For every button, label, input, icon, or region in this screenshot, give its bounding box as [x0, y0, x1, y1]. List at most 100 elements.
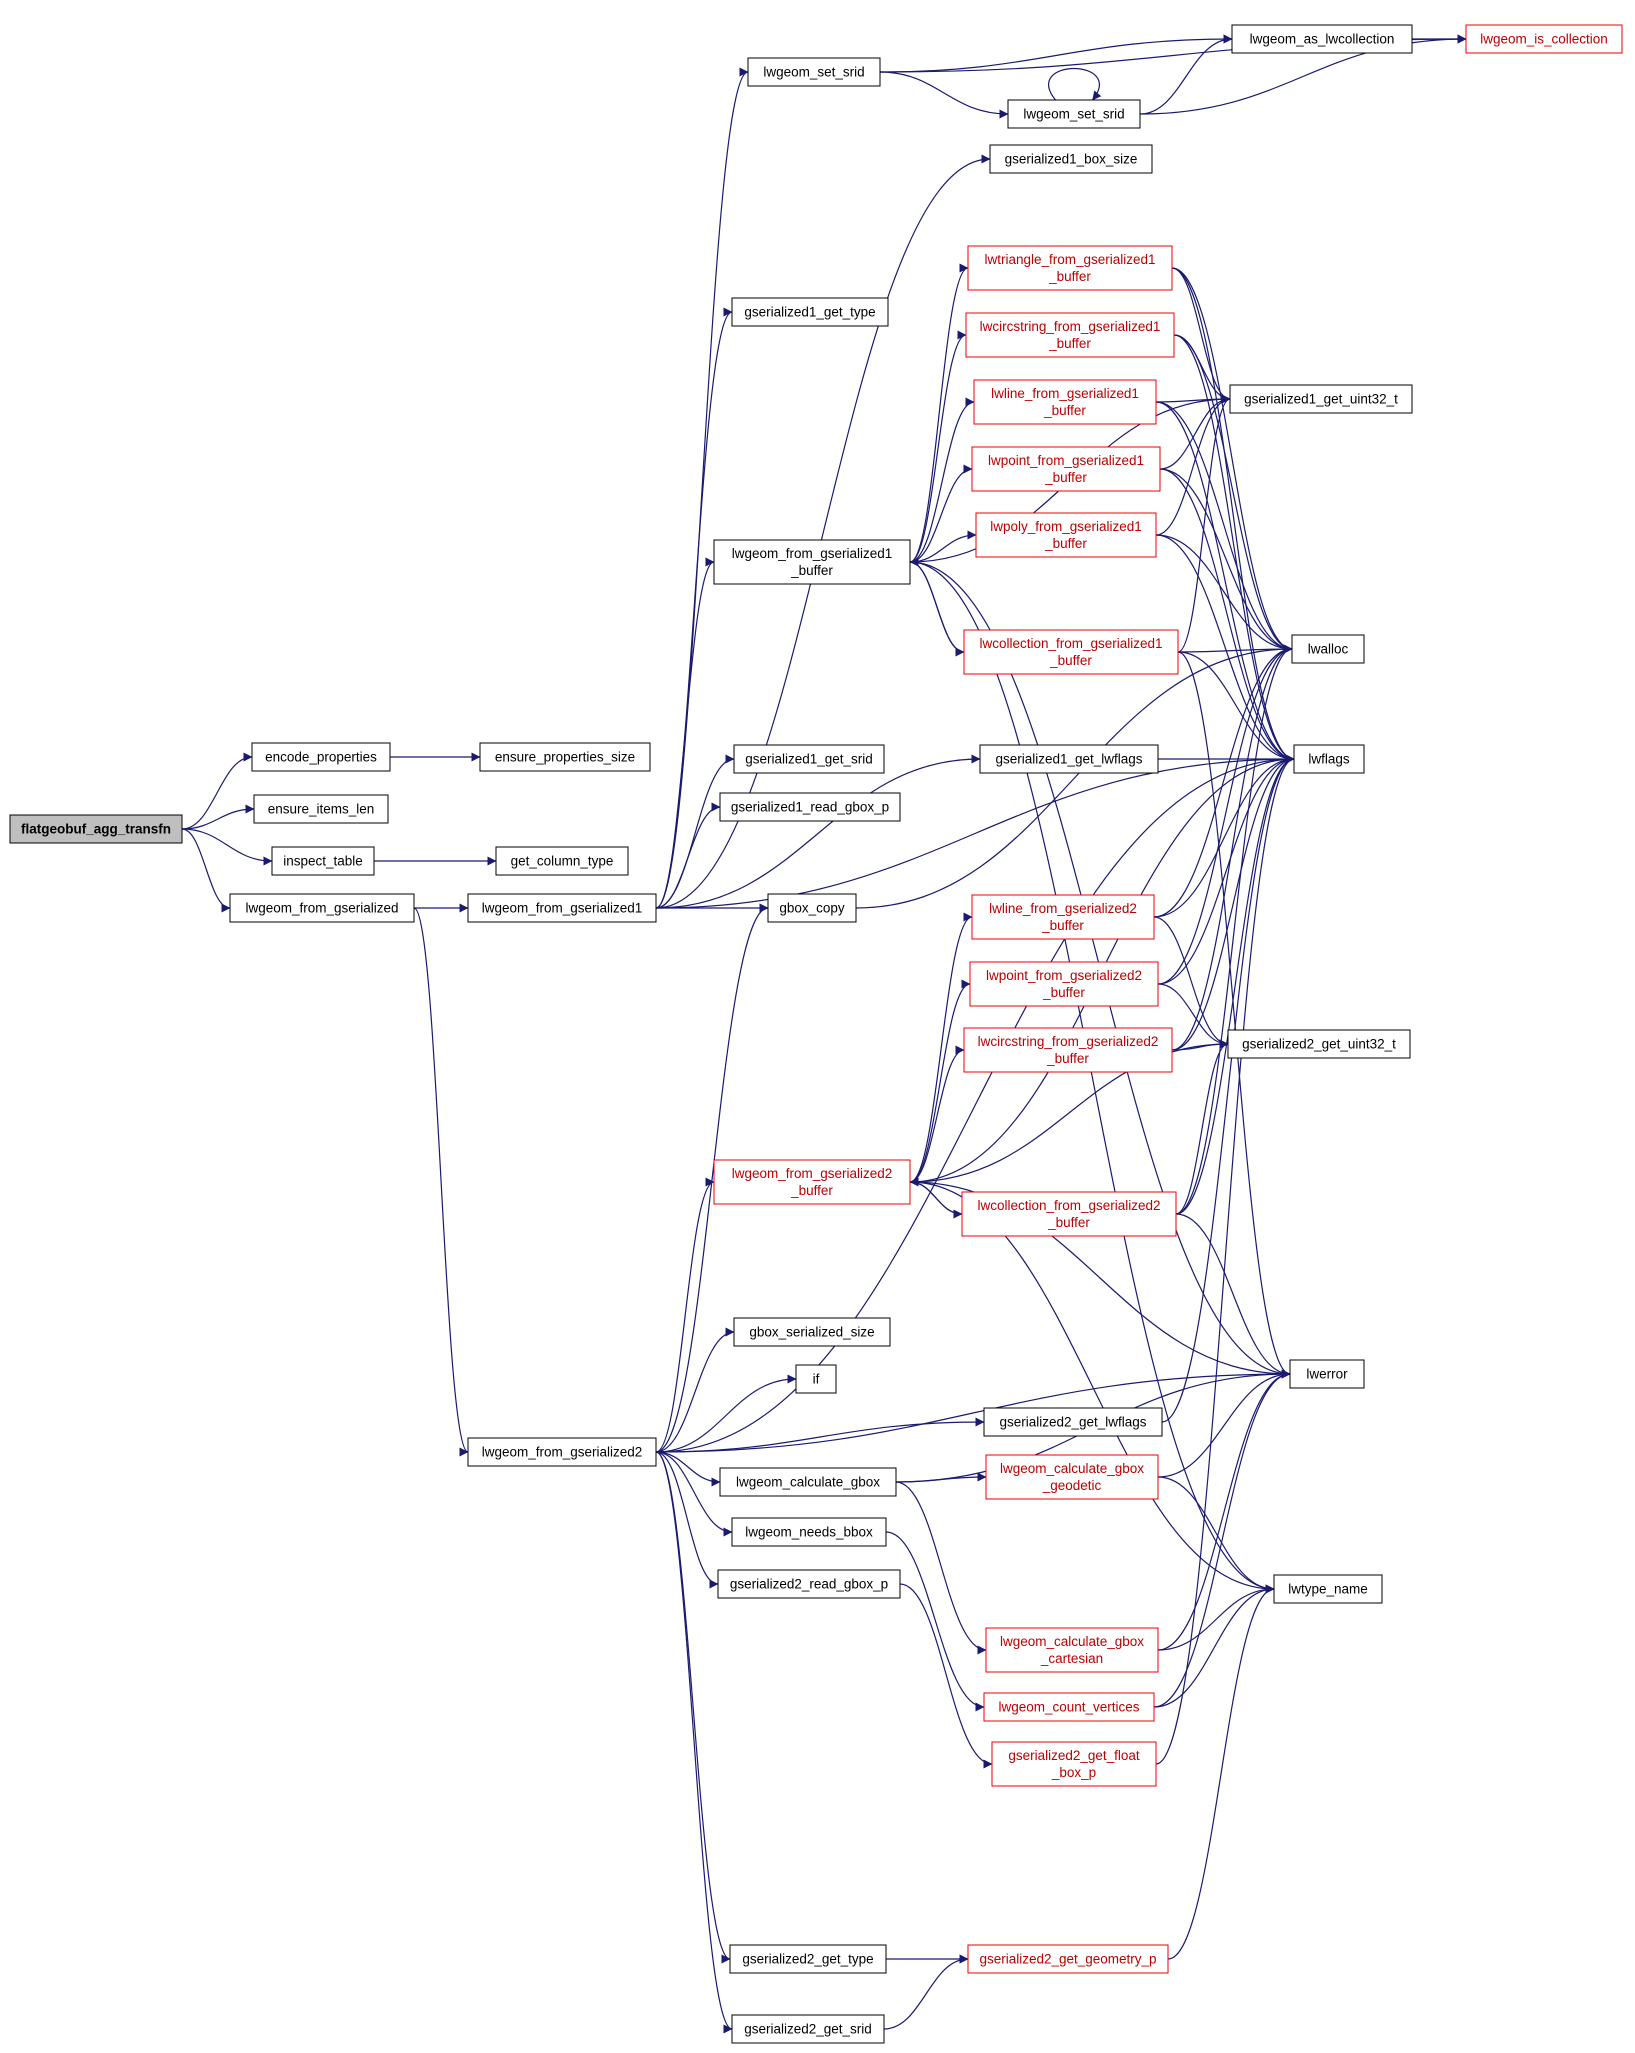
node-box-lwgeom_is_collection[interactable] — [1465, 24, 1623, 54]
node-lwgeom_set_srid_a[interactable]: lwgeom_set_srid — [747, 57, 881, 87]
node-lwgeom_calculate_gbox[interactable]: lwgeom_calculate_gbox — [719, 1467, 897, 1497]
node-gserialized1_get_type[interactable]: gserialized1_get_type — [731, 297, 889, 327]
node-box-lwgeom_from_gserialized[interactable] — [229, 893, 415, 923]
node-box-lwcollection_from_gserialized1_buffer[interactable] — [963, 629, 1179, 675]
node-lwpoint_from_gserialized1_buffer[interactable]: lwpoint_from_gserialized1_buffer — [971, 446, 1161, 492]
node-box-lwgeom_set_srid_b[interactable] — [1007, 99, 1141, 129]
node-get_column_type[interactable]: get_column_type — [495, 846, 629, 876]
node-box-lwpoint_from_gserialized1_buffer[interactable] — [971, 446, 1161, 492]
node-box-lwpoint_from_gserialized2_buffer[interactable] — [969, 961, 1159, 1007]
node-box-lwline_from_gserialized2_buffer[interactable] — [971, 894, 1155, 940]
node-lwalloc[interactable]: lwalloc — [1291, 634, 1365, 664]
edge-lwgeom_from_gserialized2--if — [655, 1374, 797, 1453]
node-lwgeom_from_gserialized2_buffer[interactable]: lwgeom_from_gserialized2_buffer — [713, 1159, 911, 1205]
node-gbox_serialized_size[interactable]: gbox_serialized_size — [733, 1317, 891, 1347]
node-lwgeom_from_gserialized[interactable]: lwgeom_from_gserialized — [229, 893, 415, 923]
node-box-lwerror[interactable] — [1289, 1359, 1365, 1389]
node-ensure_items_len[interactable]: ensure_items_len — [253, 794, 389, 824]
node-box-lwline_from_gserialized1_buffer[interactable] — [973, 379, 1157, 425]
node-gserialized2_get_type[interactable]: gserialized2_get_type — [729, 1944, 887, 1974]
node-lwcollection_from_gserialized2_buffer[interactable]: lwcollection_from_gserialized2_buffer — [961, 1191, 1177, 1237]
node-gserialized2_get_geometry_p[interactable]: gserialized2_get_geometry_p — [967, 1944, 1169, 1974]
node-gserialized1_read_gbox_p[interactable]: gserialized1_read_gbox_p — [719, 792, 901, 822]
node-box-gserialized1_get_uint32_t[interactable] — [1229, 384, 1413, 414]
node-encode_properties[interactable]: encode_properties — [251, 742, 391, 772]
node-lwgeom_count_vertices[interactable]: lwgeom_count_vertices — [983, 1692, 1155, 1722]
node-inspect_table[interactable]: inspect_table — [271, 846, 375, 876]
node-lwpoint_from_gserialized2_buffer[interactable]: lwpoint_from_gserialized2_buffer — [969, 961, 1159, 1007]
node-lwtype_name[interactable]: lwtype_name — [1273, 1574, 1383, 1604]
node-box-lwtriangle_from_gserialized1_buffer[interactable] — [967, 245, 1173, 291]
node-gserialized1_box_size[interactable]: gserialized1_box_size — [989, 144, 1153, 174]
node-lwgeom_as_lwcollection[interactable]: lwgeom_as_lwcollection — [1231, 24, 1413, 54]
node-lwgeom_set_srid_b[interactable]: lwgeom_set_srid — [1007, 99, 1141, 129]
node-gserialized2_read_gbox_p[interactable]: gserialized2_read_gbox_p — [717, 1569, 901, 1599]
node-box-gserialized1_get_type[interactable] — [731, 297, 889, 327]
node-box-gserialized2_get_geometry_p[interactable] — [967, 1944, 1169, 1974]
node-box-lwalloc[interactable] — [1291, 634, 1365, 664]
node-box-gbox_copy[interactable] — [767, 893, 857, 923]
node-lwerror[interactable]: lwerror — [1289, 1359, 1365, 1389]
node-lwpoly_from_gserialized1_buffer[interactable]: lwpoly_from_gserialized1_buffer — [975, 512, 1157, 558]
node-box-lwgeom_from_gserialized1[interactable] — [467, 893, 657, 923]
node-box-gserialized2_get_uint32_t[interactable] — [1227, 1029, 1411, 1059]
node-box-gserialized2_read_gbox_p[interactable] — [717, 1569, 901, 1599]
node-box-lwgeom_count_vertices[interactable] — [983, 1692, 1155, 1722]
node-gserialized2_get_uint32_t[interactable]: gserialized2_get_uint32_t — [1227, 1029, 1411, 1059]
node-gserialized2_get_float_box_p[interactable]: gserialized2_get_float_box_p — [991, 1741, 1157, 1787]
node-lwgeom_calculate_gbox_geodetic[interactable]: lwgeom_calculate_gbox_geodetic — [985, 1454, 1159, 1500]
node-box-gserialized2_get_float_box_p[interactable] — [991, 1741, 1157, 1787]
node-box-gserialized2_get_type[interactable] — [729, 1944, 887, 1974]
node-box-gbox_serialized_size[interactable] — [733, 1317, 891, 1347]
node-lwgeom_calculate_gbox_cartesian[interactable]: lwgeom_calculate_gbox_cartesian — [985, 1627, 1159, 1673]
node-box-lwcollection_from_gserialized2_buffer[interactable] — [961, 1191, 1177, 1237]
node-lwcircstring_from_gserialized2_buffer[interactable]: lwcircstring_from_gserialized2_buffer — [963, 1027, 1173, 1073]
node-lwline_from_gserialized1_buffer[interactable]: lwline_from_gserialized1_buffer — [973, 379, 1157, 425]
node-lwflags[interactable]: lwflags — [1293, 744, 1365, 774]
node-box-lwflags[interactable] — [1293, 744, 1365, 774]
edge-lwgeom_needs_bbox--lwgeom_count_vertices — [885, 1531, 985, 1712]
node-gbox_copy[interactable]: gbox_copy — [767, 893, 857, 923]
node-lwcircstring_from_gserialized1_buffer[interactable]: lwcircstring_from_gserialized1_buffer — [965, 312, 1175, 358]
node-box-if[interactable] — [795, 1364, 837, 1394]
node-box-gserialized2_get_srid[interactable] — [731, 2014, 885, 2044]
node-ensure_properties_size[interactable]: ensure_properties_size — [479, 742, 651, 772]
node-gserialized1_get_srid[interactable]: gserialized1_get_srid — [733, 744, 885, 774]
node-if[interactable]: if — [795, 1364, 837, 1394]
node-box-lwgeom_calculate_gbox_cartesian[interactable] — [985, 1627, 1159, 1673]
node-box-gserialized1_get_srid[interactable] — [733, 744, 885, 774]
node-gserialized2_get_lwflags[interactable]: gserialized2_get_lwflags — [983, 1407, 1163, 1437]
node-box-lwcircstring_from_gserialized1_buffer[interactable] — [965, 312, 1175, 358]
node-gserialized1_get_lwflags[interactable]: gserialized1_get_lwflags — [979, 744, 1159, 774]
node-lwgeom_needs_bbox[interactable]: lwgeom_needs_bbox — [731, 1517, 887, 1547]
node-lwgeom_from_gserialized2[interactable]: lwgeom_from_gserialized2 — [467, 1437, 657, 1467]
node-box-lwgeom_from_gserialized1_buffer[interactable] — [713, 539, 911, 585]
node-box-lwgeom_as_lwcollection[interactable] — [1231, 24, 1413, 54]
node-lwgeom_is_collection[interactable]: lwgeom_is_collection — [1465, 24, 1623, 54]
node-lwcollection_from_gserialized1_buffer[interactable]: lwcollection_from_gserialized1_buffer — [963, 629, 1179, 675]
node-box-lwgeom_needs_bbox[interactable] — [731, 1517, 887, 1547]
node-box-lwgeom_calculate_gbox[interactable] — [719, 1467, 897, 1497]
node-gserialized1_get_uint32_t[interactable]: gserialized1_get_uint32_t — [1229, 384, 1413, 414]
node-box-lwpoly_from_gserialized1_buffer[interactable] — [975, 512, 1157, 558]
node-box-ensure_properties_size[interactable] — [479, 742, 651, 772]
node-box-lwgeom_set_srid_a[interactable] — [747, 57, 881, 87]
node-box-lwcircstring_from_gserialized2_buffer[interactable] — [963, 1027, 1173, 1073]
node-box-get_column_type[interactable] — [495, 846, 629, 876]
node-box-lwgeom_calculate_gbox_geodetic[interactable] — [985, 1454, 1159, 1500]
node-box-gserialized1_read_gbox_p[interactable] — [719, 792, 901, 822]
node-box-lwgeom_from_gserialized2_buffer[interactable] — [713, 1159, 911, 1205]
node-lwline_from_gserialized2_buffer[interactable]: lwline_from_gserialized2_buffer — [971, 894, 1155, 940]
node-box-inspect_table[interactable] — [271, 846, 375, 876]
node-lwgeom_from_gserialized1[interactable]: lwgeom_from_gserialized1 — [467, 893, 657, 923]
node-box-lwtype_name[interactable] — [1273, 1574, 1383, 1604]
node-box-ensure_items_len[interactable] — [253, 794, 389, 824]
node-box-lwgeom_from_gserialized2[interactable] — [467, 1437, 657, 1467]
node-gserialized2_get_srid[interactable]: gserialized2_get_srid — [731, 2014, 885, 2044]
node-box-encode_properties[interactable] — [251, 742, 391, 772]
node-box-gserialized1_box_size[interactable] — [989, 144, 1153, 174]
node-lwgeom_from_gserialized1_buffer[interactable]: lwgeom_from_gserialized1_buffer — [713, 539, 911, 585]
node-lwtriangle_from_gserialized1_buffer[interactable]: lwtriangle_from_gserialized1_buffer — [967, 245, 1173, 291]
node-box-gserialized2_get_lwflags[interactable] — [983, 1407, 1163, 1437]
node-box-gserialized1_get_lwflags[interactable] — [979, 744, 1159, 774]
